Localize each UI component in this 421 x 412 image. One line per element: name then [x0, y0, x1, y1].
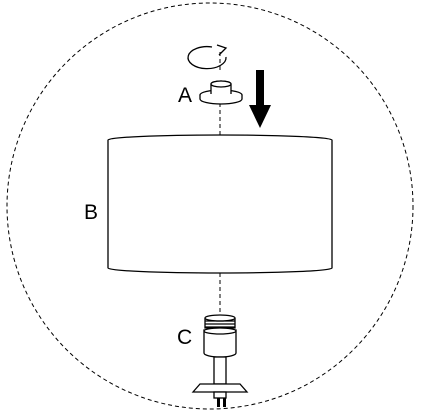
detail-circle	[6, 2, 414, 410]
lamp-socket-c	[191, 314, 249, 407]
label-c: C	[177, 326, 192, 349]
rotate-arrow-icon	[187, 44, 228, 70]
ring-nut-a	[199, 80, 243, 105]
down-arrow-icon	[249, 70, 271, 128]
drum-shade-b	[107, 134, 333, 274]
label-a: A	[178, 84, 192, 107]
label-b: B	[84, 201, 98, 224]
